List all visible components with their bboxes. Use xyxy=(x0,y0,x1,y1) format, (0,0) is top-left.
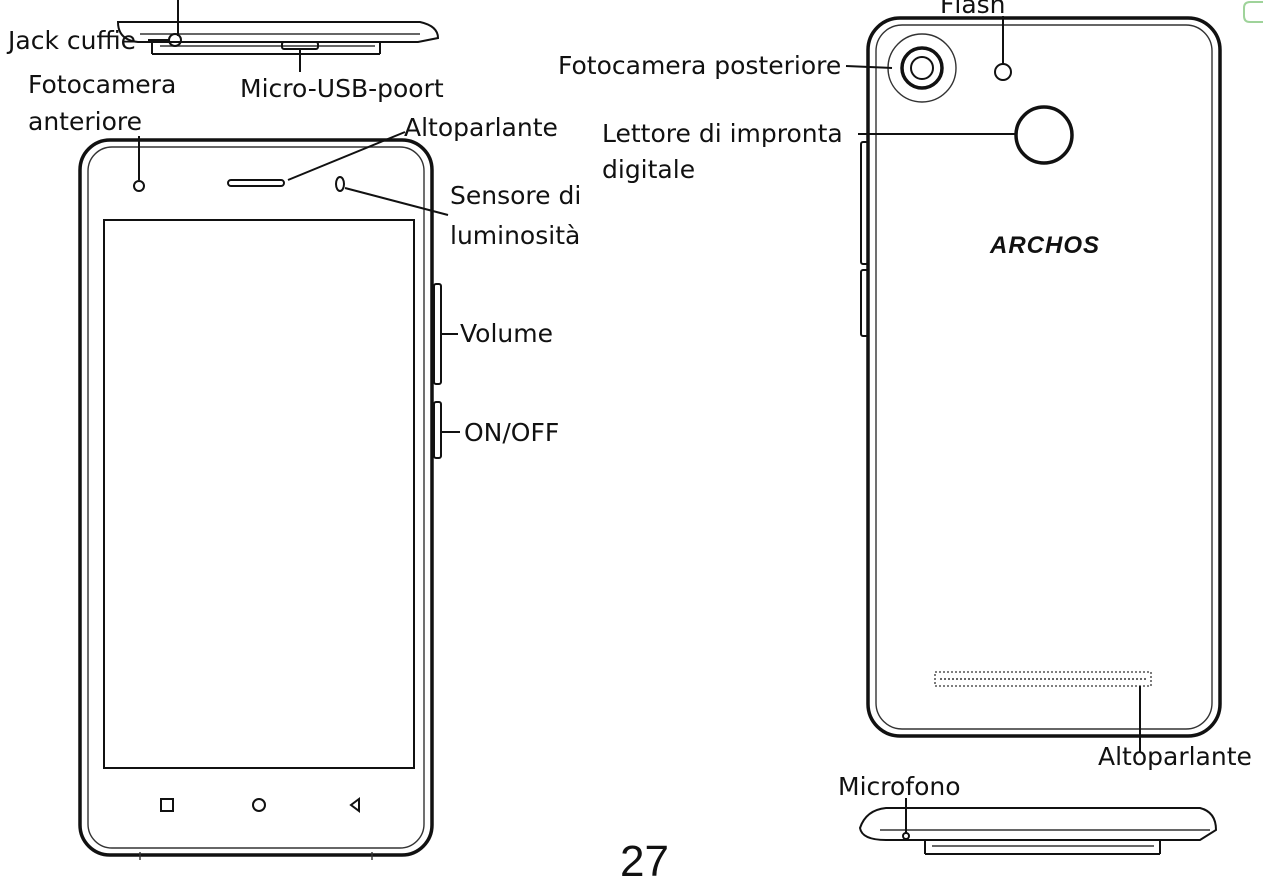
leader-lines xyxy=(138,0,1141,834)
label-front-camera-line2: anteriore xyxy=(28,107,142,136)
light-sensor-icon xyxy=(335,176,345,192)
label-microphone: Microfono xyxy=(838,772,961,801)
side-key-icon xyxy=(860,141,869,265)
label-top-speaker: Altoparlante xyxy=(404,113,558,142)
rear-camera-outer-ring xyxy=(887,33,957,103)
back-phone: ARCHOS xyxy=(860,16,1222,738)
label-power: ON/OFF xyxy=(464,418,559,447)
power-button-icon xyxy=(433,401,442,459)
nav-recent-icon xyxy=(160,798,174,812)
front-camera-icon xyxy=(133,180,145,192)
rear-camera-icon xyxy=(900,46,944,90)
label-front-camera-line1: Fotocamera xyxy=(28,70,176,99)
corner-mark-icon xyxy=(1243,1,1263,23)
page-number: 27 xyxy=(620,837,669,886)
headphone-jack-icon xyxy=(168,33,182,47)
front-screen xyxy=(103,219,415,769)
side-key-icon xyxy=(860,269,869,337)
label-fingerprint-line1: Lettore di impronta xyxy=(602,119,843,148)
label-volume: Volume xyxy=(460,319,553,348)
label-rear-speaker: Altoparlante xyxy=(1098,742,1252,771)
front-phone xyxy=(78,138,442,860)
fingerprint-reader-icon xyxy=(1014,105,1074,165)
labels: Jack cuffie Micro-USB-poort Fotocamera a… xyxy=(6,0,1252,886)
bottom-edge-view xyxy=(858,807,1218,855)
brand-logo: ARCHOS xyxy=(989,232,1100,259)
label-micro-usb-port: Micro-USB-poort xyxy=(240,74,444,103)
label-fingerprint-line2: digitale xyxy=(602,155,695,184)
label-headphone-jack: Jack cuffie xyxy=(6,26,136,55)
top-edge-view xyxy=(116,21,440,55)
nav-back-icon xyxy=(349,797,360,813)
volume-button-icon xyxy=(433,283,442,385)
label-light-sensor-line1: Sensore di xyxy=(450,181,581,210)
rear-speaker-grille-icon xyxy=(934,671,1152,687)
label-flash: Flash xyxy=(940,0,1006,19)
label-rear-camera: Fotocamera posteriore xyxy=(558,51,841,80)
earpiece-speaker-icon xyxy=(227,179,285,187)
flash-icon xyxy=(994,63,1012,81)
label-light-sensor-line2: luminosità xyxy=(450,221,580,250)
nav-home-icon xyxy=(252,798,266,812)
